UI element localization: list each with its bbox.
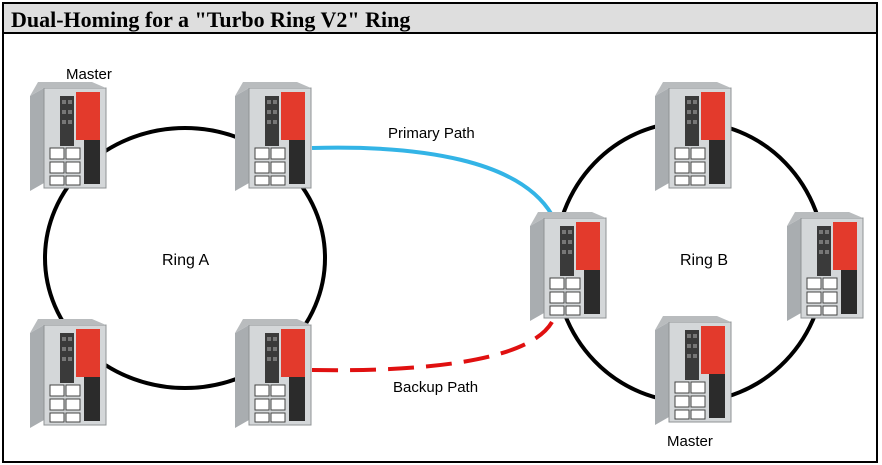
- primary-path-label: Primary Path: [388, 125, 475, 142]
- dual-homing-switch: [529, 211, 607, 322]
- primary-path-line: [311, 145, 554, 217]
- backup-path-label: Backup Path: [393, 379, 478, 396]
- ring-b-top-switch: [654, 81, 732, 192]
- ring-a-master-switch: [29, 81, 107, 192]
- ring-b-label: Ring B: [680, 252, 728, 269]
- title-bar: Dual-Homing for a "Turbo Ring V2" Ring: [4, 4, 876, 34]
- ring-a-bottom-right-switch: [234, 318, 312, 429]
- ring-b-master-label: Master: [667, 433, 713, 450]
- ring-a-top-right-switch: [234, 81, 312, 192]
- backup-path-line: [311, 320, 554, 373]
- ring-a-circle: [43, 126, 327, 390]
- ring-b-right-switch: [786, 211, 864, 322]
- ring-a-bottom-left-switch: [29, 318, 107, 429]
- ring-a-label: Ring A: [162, 252, 209, 269]
- page-title: Dual-Homing for a "Turbo Ring V2" Ring: [11, 7, 411, 32]
- ring-b-master-switch: [654, 315, 732, 426]
- ring-a-master-label: Master: [66, 66, 112, 83]
